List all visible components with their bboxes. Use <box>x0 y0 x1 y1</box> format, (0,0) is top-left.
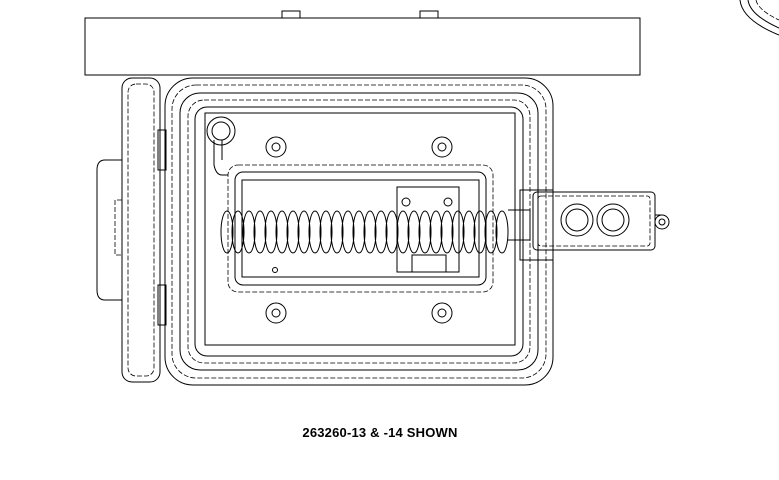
coil-loop <box>308 210 322 254</box>
housing <box>164 77 554 386</box>
coil-loop <box>220 210 234 254</box>
drawing-caption: 263260-13 & -14 SHOWN <box>302 425 458 440</box>
coil-loop <box>297 210 311 254</box>
coil-loop <box>231 210 245 254</box>
coil-loop <box>418 210 432 254</box>
coil-loop <box>242 210 256 254</box>
coil-loop <box>429 210 443 254</box>
coil-loop <box>396 210 410 254</box>
left-handle <box>96 77 167 383</box>
coil-loop <box>484 210 498 254</box>
mounting-bolts <box>206 116 453 324</box>
coil-loop <box>495 210 509 254</box>
coil-loop <box>275 210 289 254</box>
coiled-cable <box>220 210 509 254</box>
coil-loop <box>385 210 399 254</box>
partial-view-corner <box>739 0 779 36</box>
coil-loop <box>374 210 388 254</box>
coil-loop <box>330 210 344 254</box>
top-mounting-bar <box>84 10 641 76</box>
coil-loop <box>363 210 377 254</box>
coil-loop <box>286 210 300 254</box>
pushbutton-box <box>508 189 670 261</box>
coil-loop <box>473 210 487 254</box>
coil-loop <box>407 210 421 254</box>
coil-loop <box>440 210 454 254</box>
coil-loop <box>319 210 333 254</box>
coil-loop <box>462 210 476 254</box>
coil-loop <box>352 210 366 254</box>
coil-loop <box>264 210 278 254</box>
coil-loop <box>253 210 267 254</box>
coil-loop <box>341 210 355 254</box>
coil-loop <box>451 210 465 254</box>
